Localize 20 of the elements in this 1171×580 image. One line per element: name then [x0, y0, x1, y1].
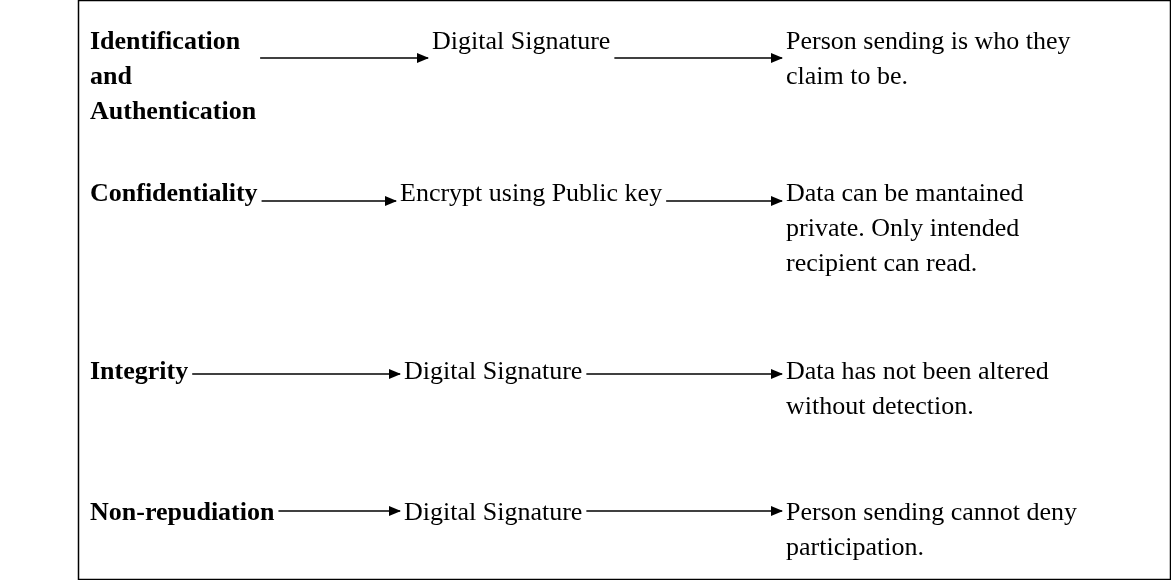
arrow — [585, 506, 783, 516]
method-label: Digital Signature — [432, 23, 611, 58]
arrow — [665, 196, 783, 206]
arrow — [259, 53, 429, 63]
result-text: Data has not been altered without detection. — [786, 353, 1116, 423]
result-text: Person sending is who they claim to be. — [786, 23, 1116, 93]
arrow — [191, 369, 401, 379]
method-label: Digital Signature — [404, 494, 583, 529]
method-label: Digital Signature — [404, 353, 583, 388]
category-label: Non-repudiation — [90, 494, 275, 529]
arrow — [585, 369, 783, 379]
arrow — [277, 506, 401, 516]
result-text: Data can be mantained private. Only intended recipient can read. — [786, 175, 1086, 280]
result-text: Person sending cannot deny participation. — [786, 494, 1116, 564]
method-label: Encrypt using Public key — [400, 175, 663, 210]
category-label: Integrity — [90, 353, 189, 388]
category-label: Confidentiality — [90, 175, 258, 210]
category-label: Identification and Authentication — [90, 23, 280, 128]
arrow — [260, 196, 397, 206]
arrow — [613, 53, 783, 63]
